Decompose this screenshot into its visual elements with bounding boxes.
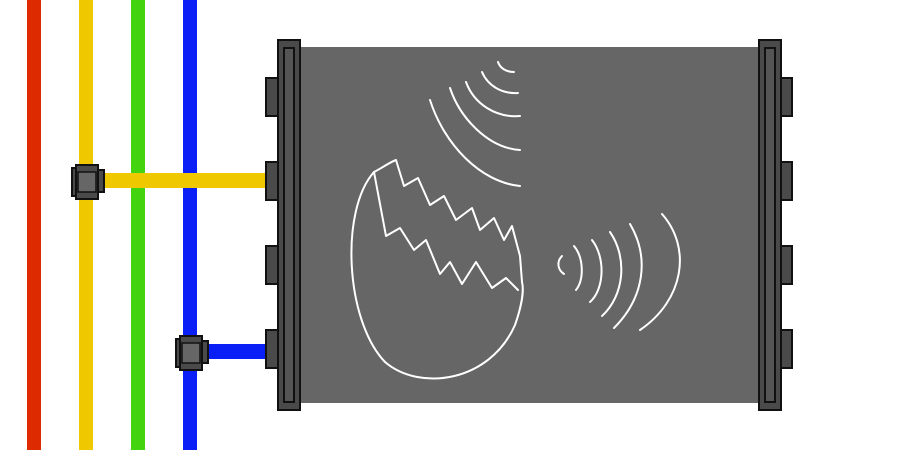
cracked-egg-crack <box>373 159 523 283</box>
board-frame-right <box>758 39 793 411</box>
green-wire <box>131 0 145 450</box>
sound-waves-right <box>557 213 681 331</box>
blue-wire <box>183 0 197 450</box>
red-wire <box>27 0 41 450</box>
junction-yellow <box>71 164 105 200</box>
yellow-connection <box>100 173 272 188</box>
chalk-drawing <box>350 61 681 380</box>
junction-blue <box>175 335 209 371</box>
connections <box>100 173 273 359</box>
blue-connection <box>205 344 273 359</box>
sound-waves-top <box>429 61 521 187</box>
yellow-wire <box>79 0 93 450</box>
board-frame-left <box>265 39 301 411</box>
cracked-egg-inner <box>373 171 519 291</box>
chalkboard <box>298 47 760 403</box>
wires <box>27 0 197 450</box>
cracked-egg-shell <box>350 171 524 380</box>
